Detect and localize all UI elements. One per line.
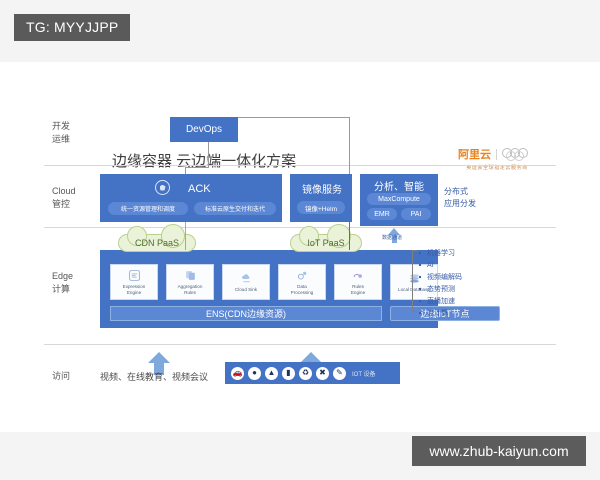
ens-bar[interactable]: ENS(CDN边缘资源) — [110, 306, 382, 321]
ack-pill-resource[interactable]: 统一资源管理和调度 — [108, 202, 188, 215]
divider-edge-access — [44, 344, 556, 345]
list-item: AI — [418, 260, 462, 272]
list-item: 流计算 — [418, 308, 462, 320]
connector-ack-to-edge — [185, 222, 186, 250]
ack-panel[interactable]: ACK 统一资源管理和调度 标准云原生交付和迭代 — [100, 174, 282, 222]
connector-devops-left — [185, 167, 209, 168]
data-channel-label: 数据通道 — [382, 235, 403, 241]
registry-pill-helm[interactable]: 镜像+Helm — [297, 201, 345, 214]
tile-aggregation-rules[interactable]: Aggregation Rules — [166, 264, 214, 300]
row-label-cloud: Cloud 管控 — [52, 186, 76, 210]
telegram-watermark: TG: MYYJJPP — [14, 14, 131, 41]
alibaba-cloud-logo: 阿里云 — [458, 149, 491, 161]
tile-rules-engine[interactable]: Rules Engine — [334, 264, 382, 300]
list-item: 直播加速 — [418, 296, 462, 308]
brand-divider — [496, 148, 497, 160]
brand-subtitle: 奥运会全球指定云服务商 — [466, 165, 528, 171]
connector-devops-down — [208, 142, 209, 168]
capabilities-brace — [412, 250, 417, 312]
iot-node-bar[interactable]: 边缘IoT节点 — [390, 306, 500, 321]
devops-box[interactable]: DevOps — [170, 117, 238, 142]
divider-top — [44, 165, 556, 166]
analytics-pill-pai[interactable]: PAI — [401, 208, 431, 220]
capabilities-list: 机器学习 AI 视频编解码 态势预测 直播加速 流计算 — [418, 248, 462, 320]
tile-expression-engine[interactable]: Expression Engine — [110, 264, 158, 300]
analytics-panel[interactable]: 分析、智能 MaxCompute EMR PAI — [360, 174, 438, 226]
connector-devops-right — [238, 117, 350, 118]
tile-label: Cloud Sink — [234, 286, 258, 292]
phone-icon[interactable]: ▮ — [282, 366, 295, 380]
ack-pill-delivery[interactable]: 标准云原生交付和迭代 — [194, 202, 276, 215]
data-processing-icon — [297, 271, 306, 280]
connector-registry-to-edge — [349, 222, 350, 250]
devops-label: DevOps — [185, 124, 223, 135]
list-item: 视频编解码 — [418, 272, 462, 284]
rules-engine-icon — [353, 273, 362, 278]
tile-label: Expression Engine — [122, 283, 146, 295]
tile-label: Rules Engine — [350, 283, 366, 295]
iot-device-label: IOT 设备 — [352, 371, 376, 378]
robot-icon[interactable]: ▲ — [265, 366, 278, 380]
divider-cloud-edge — [44, 227, 556, 228]
cdn-paas-cloud: CDN PaaS — [118, 224, 196, 252]
cloud-sink-icon — [241, 273, 250, 282]
analytics-pill-maxcompute[interactable]: MaxCompute — [367, 193, 431, 205]
edge-panel: Expression Engine Aggregation Rules Clou… — [100, 250, 500, 328]
kubernetes-icon — [155, 180, 170, 195]
ack-title: ACK — [188, 183, 211, 195]
camera-icon[interactable]: ● — [248, 366, 261, 380]
olympic-rings-icon — [502, 148, 536, 161]
row-label-access: 访问 — [52, 371, 71, 381]
tile-label: Aggregation Rules — [177, 283, 203, 295]
car-icon[interactable]: 🚗 — [231, 366, 244, 380]
arrow-access-to-edge-left — [148, 352, 170, 375]
iot-paas-cloud: IoT PaaS — [290, 224, 362, 252]
analytics-title: 分析、智能 — [374, 182, 424, 193]
row-label-devops: 开发 运维 — [52, 121, 71, 145]
arrow-to-analytics — [388, 228, 400, 243]
iot-device-bar: 🚗 ● ▲ ▮ ♻ ✖ ✎ IOT 设备 — [225, 362, 400, 384]
url-watermark: www.zhub-kaiyun.com — [412, 436, 586, 466]
local-database-icon — [409, 274, 419, 283]
lamp-icon[interactable]: ♻ — [299, 366, 312, 380]
tile-label: Data Processing — [290, 283, 314, 295]
registry-panel[interactable]: 镜像服务 镜像+Helm — [290, 174, 352, 222]
list-item: 机器学习 — [418, 248, 462, 260]
distribution-label: 分布式 应用分发 — [444, 187, 476, 208]
access-scenarios: 视频、在线教育、视频会议 — [100, 372, 209, 382]
analytics-pill-emr[interactable]: EMR — [367, 208, 397, 220]
row-label-edge: Edge 计算 — [52, 271, 74, 295]
aggregation-rules-icon — [185, 270, 195, 280]
list-item: 态势预测 — [418, 284, 462, 296]
pen-icon[interactable]: ✎ — [333, 366, 346, 380]
registry-title: 镜像服务 — [302, 185, 342, 196]
expression-engine-icon — [128, 269, 140, 281]
connector-devops-right-down — [349, 117, 350, 185]
tile-cloud-sink[interactable]: Cloud Sink — [222, 264, 270, 300]
alibaba-cloud-brand: 阿里云 奥运会全球指定云服务商 — [458, 146, 536, 171]
tile-data-processing[interactable]: Data Processing — [278, 264, 326, 300]
slide-canvas: 边缘容器 云边端一体化方案 阿里云 奥运会全球指定云服务商 开发 运维 Clou… — [0, 62, 600, 432]
tools-icon[interactable]: ✖ — [316, 366, 329, 380]
